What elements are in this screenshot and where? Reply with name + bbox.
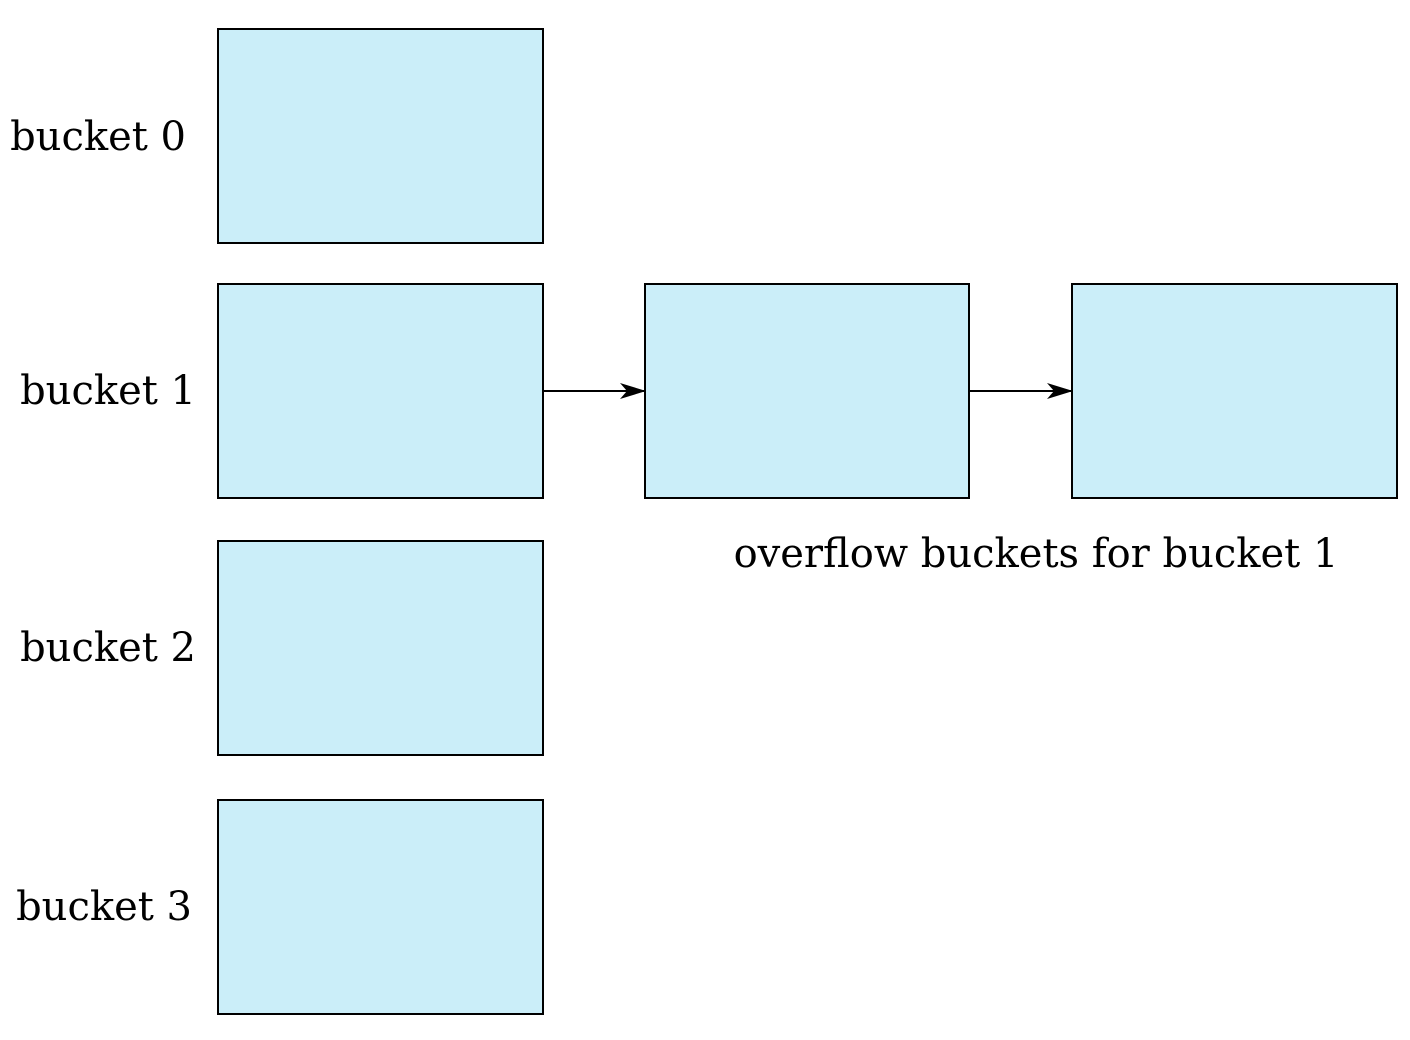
bucket-1: bucket 1 [20,283,544,499]
bucket-2: bucket 2 [20,540,544,756]
bucket-3: bucket 3 [16,799,544,1015]
primary-buckets: bucket 0 bucket 1 bucket 2 bucket 3 [10,28,544,1015]
bucket-1-box [217,283,544,499]
bucket-0-box [217,28,544,244]
overflow-bucket-2-box [1071,283,1398,499]
bucket-1-label: bucket 1 [20,368,196,414]
overflow-caption: overflow buckets for bucket 1 [734,531,1339,577]
overflow-bucket-1-box [644,283,970,499]
bucket-3-box [217,799,544,1015]
bucket-0-label: bucket 0 [10,114,186,160]
bucket-2-label: bucket 2 [20,625,196,671]
bucket-3-label: bucket 3 [16,884,192,930]
overflow-chain: overflow buckets for bucket 1 [543,283,1398,577]
bucket-2-box [217,540,544,756]
bucket-0: bucket 0 [10,28,544,244]
